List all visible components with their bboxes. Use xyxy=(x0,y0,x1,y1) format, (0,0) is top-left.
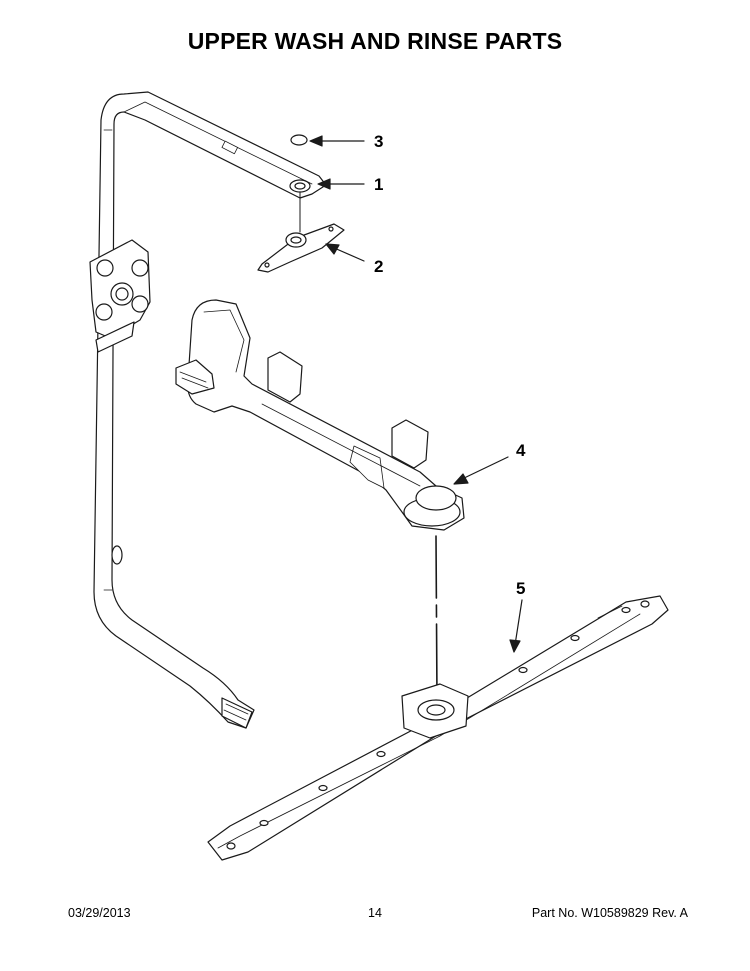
callout-number-2: 2 xyxy=(374,257,383,276)
callout-number-5: 5 xyxy=(516,579,525,598)
part-3-cap[interactable] xyxy=(290,134,308,146)
callout-number-3: 3 xyxy=(374,132,383,151)
footer-date: 03/29/2013 xyxy=(68,906,131,920)
page-title: UPPER WASH AND RINSE PARTS xyxy=(187,28,563,54)
part-5-spray-arm[interactable] xyxy=(207,595,669,861)
callout-number-4: 4 xyxy=(516,441,526,460)
assembly-line xyxy=(435,535,438,701)
callout-2: 2 xyxy=(325,243,383,276)
callout-4: 4 xyxy=(453,441,526,485)
part-1-nozzle[interactable] xyxy=(289,179,311,193)
callout-1: 1 xyxy=(317,175,383,194)
callout-3: 3 xyxy=(309,132,383,151)
supply-tube[interactable] xyxy=(89,91,327,729)
footer-part-number: Part No. W10589829 Rev. A xyxy=(531,906,688,920)
footer-page-number: 14 xyxy=(368,906,382,920)
callout-number-1: 1 xyxy=(374,175,383,194)
part-4-manifold[interactable] xyxy=(175,299,465,531)
part-2-mount[interactable] xyxy=(257,223,345,273)
callout-5: 5 xyxy=(509,579,525,653)
